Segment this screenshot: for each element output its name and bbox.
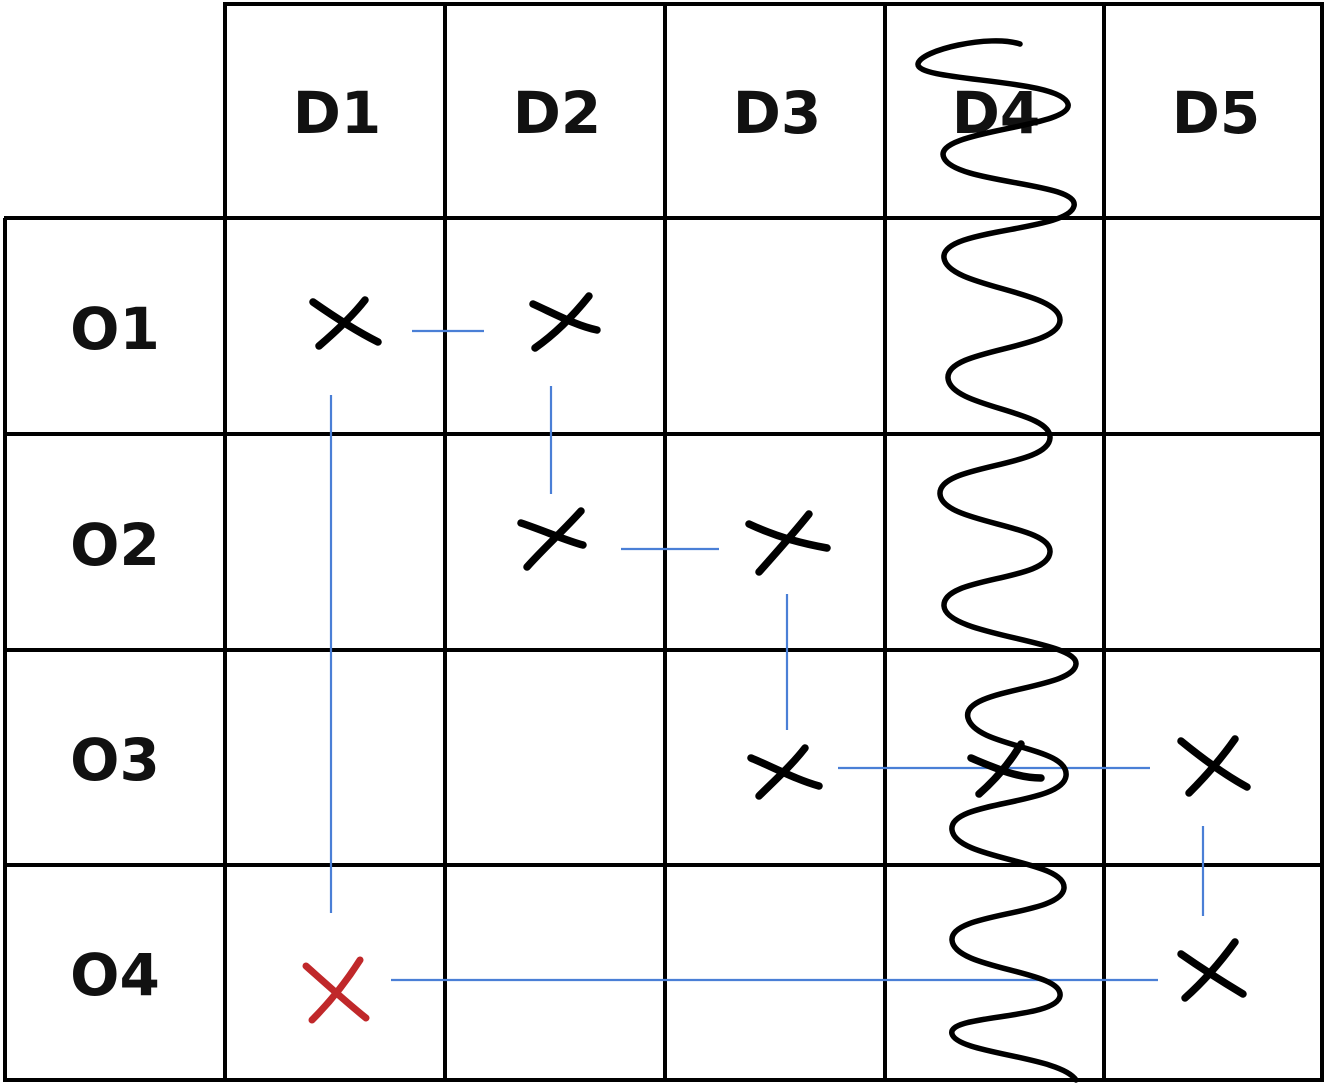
row-headers: O1 O2 O3 O4	[70, 295, 160, 1009]
x-mark-o2-d3	[745, 510, 831, 576]
x-mark-o4-d5	[1177, 938, 1247, 1002]
d4-crossed-out-squiggle	[915, 38, 1079, 1083]
row-header-o1: O1	[70, 295, 160, 363]
row-header-o2: O2	[70, 511, 160, 579]
x-marks	[302, 292, 1251, 1024]
column-headers: D1 D2 D3 D4 D5	[293, 79, 1261, 147]
x-mark-o3-d3	[747, 744, 823, 800]
row-header-o3: O3	[70, 726, 160, 794]
x-mark-o1-d1	[309, 296, 382, 350]
x-mark-o1-d2	[529, 292, 601, 352]
row-header-o4: O4	[70, 941, 160, 1009]
column-header-d2: D2	[513, 79, 602, 147]
grid	[3, 2, 1324, 1082]
column-header-d1: D1	[293, 79, 382, 147]
x-mark-o2-d2	[517, 507, 587, 571]
x-mark-o3-d5	[1177, 735, 1251, 797]
x-mark-o4-d1-highlight	[302, 956, 370, 1024]
column-header-d3: D3	[733, 79, 822, 147]
column-header-d5: D5	[1172, 79, 1261, 147]
x-mark-o3-d4	[967, 740, 1045, 798]
